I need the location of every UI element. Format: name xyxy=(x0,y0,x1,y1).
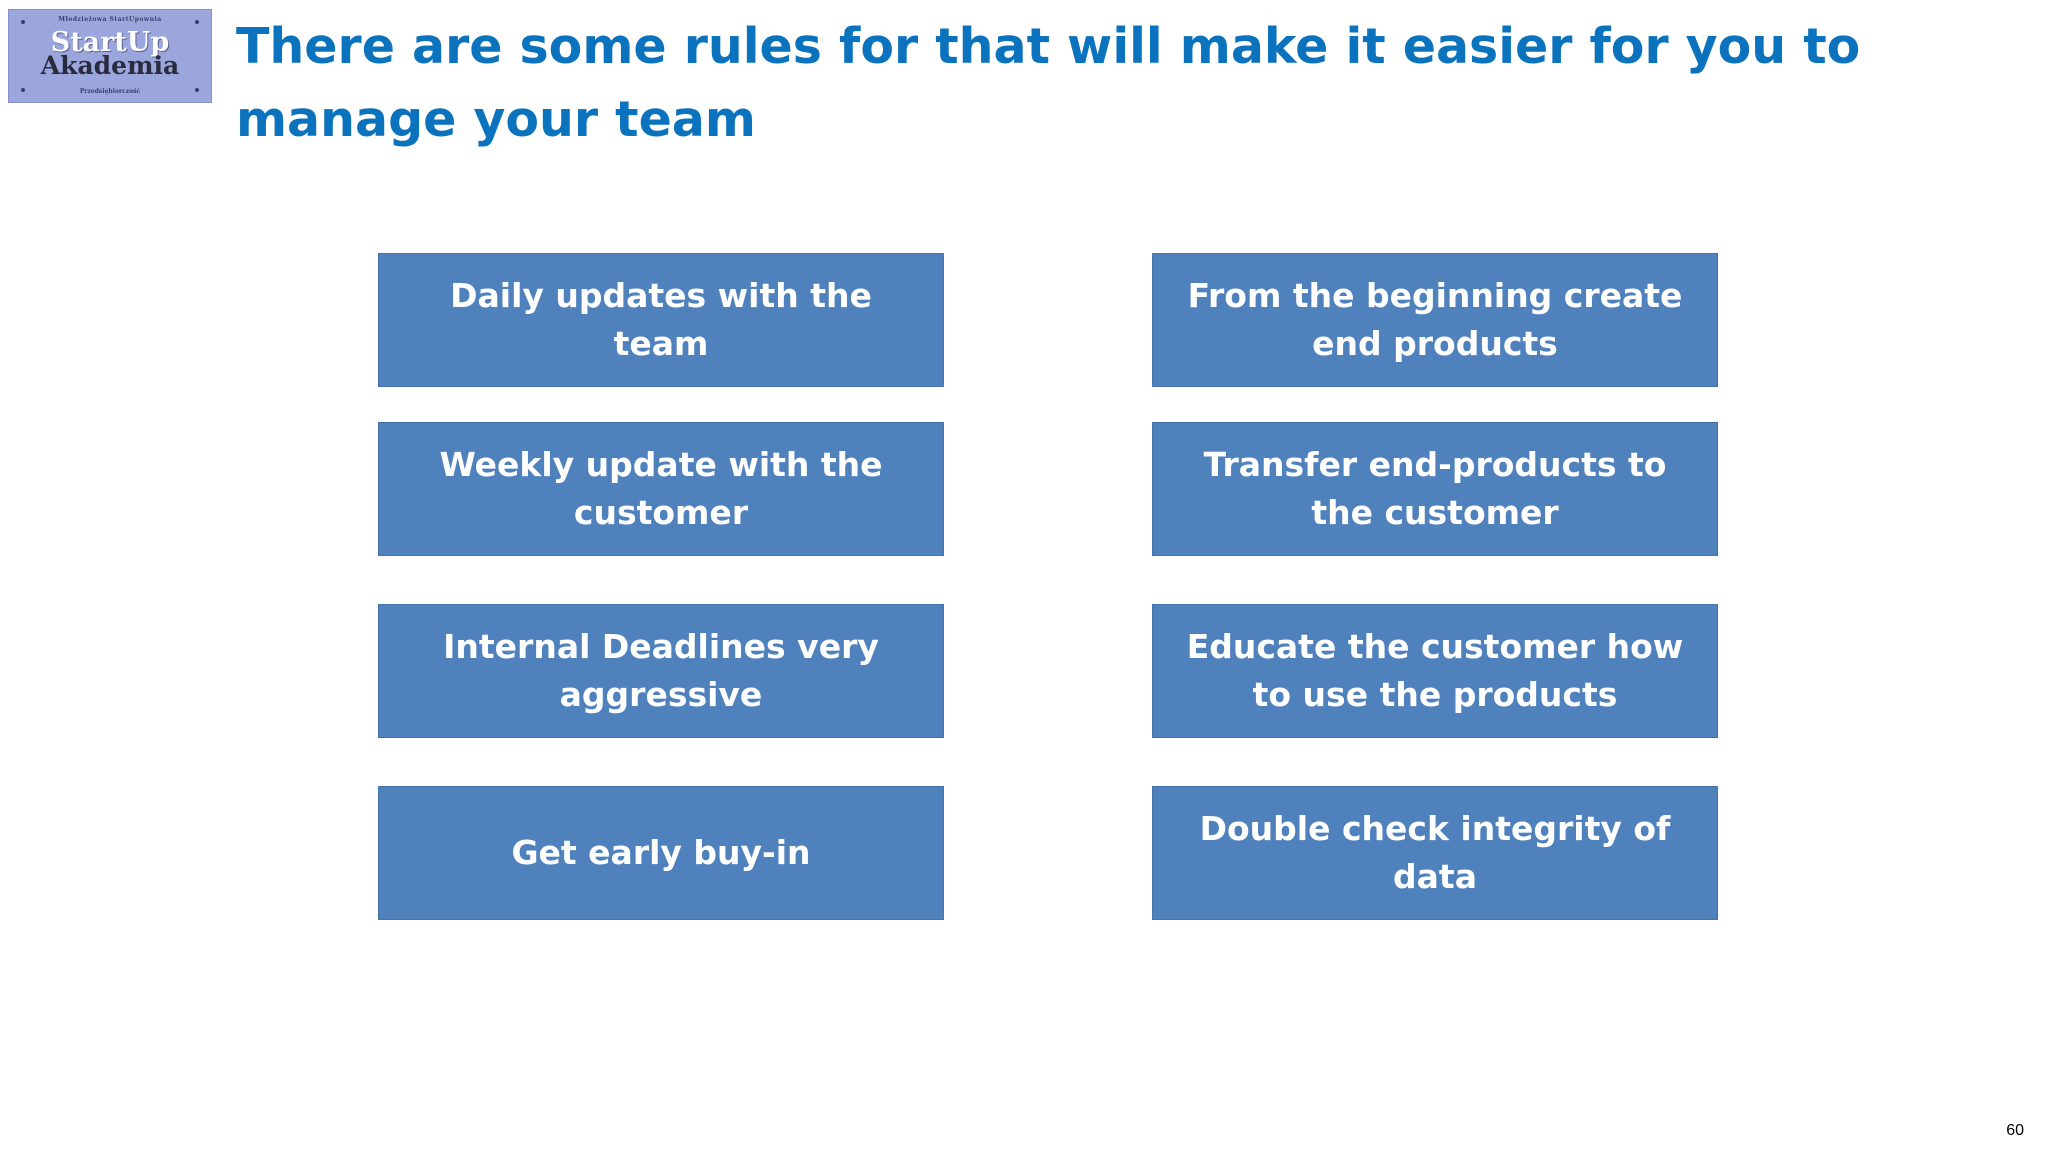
rule-box-transfer-end-products: Transfer end-products to the customer xyxy=(1152,422,1718,556)
logo-sub-text: Akademia xyxy=(40,51,180,80)
logo-dot xyxy=(195,88,199,92)
logo-dot xyxy=(21,20,25,24)
slide-page-number: 60 xyxy=(2006,1122,2024,1139)
logo-dot xyxy=(21,88,25,92)
logo-dot xyxy=(195,20,199,24)
rule-box-data-integrity: Double check integrity of data xyxy=(1152,786,1718,920)
rule-box-early-buy-in: Get early buy-in xyxy=(378,786,944,920)
rule-box-internal-deadlines: Internal Deadlines very aggressive xyxy=(378,604,944,738)
rule-box-weekly-update: Weekly update with the customer xyxy=(378,422,944,556)
logo-main-text: StartUp xyxy=(50,27,170,58)
rule-box-daily-updates: Daily updates with the team xyxy=(378,253,944,387)
slide-title: There are some rules for that will make … xyxy=(236,18,1861,148)
logo-top-text: Młodzieżowa StartUpownia xyxy=(58,16,162,23)
startup-akademia-logo: Młodzieżowa StartUpownia StartUp Akademi… xyxy=(8,9,212,103)
rule-box-create-end-products: From the beginning create end products xyxy=(1152,253,1718,387)
rule-box-educate-customer: Educate the customer how to use the prod… xyxy=(1152,604,1718,738)
logo-bottom-text: Przedsiębiorczość xyxy=(79,88,141,95)
